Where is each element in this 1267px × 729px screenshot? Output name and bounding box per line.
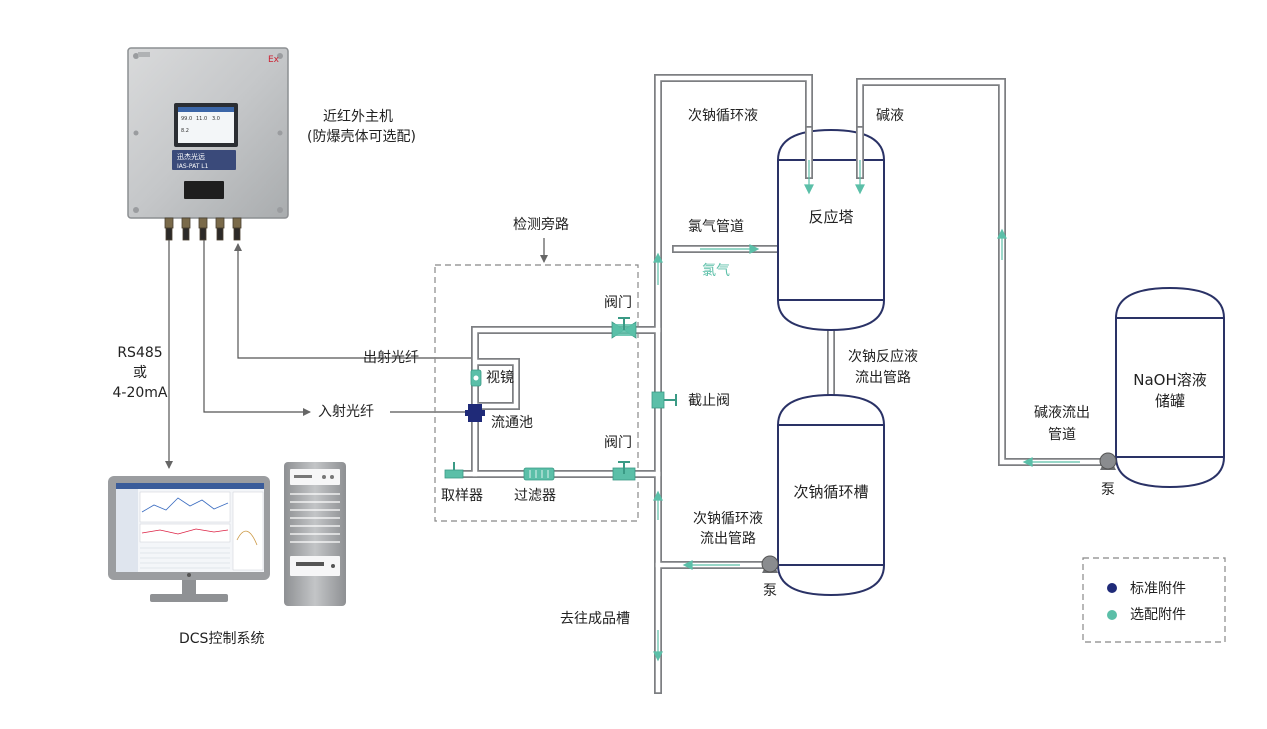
dcs-label: DCS控制系统 [179,631,265,647]
valve-top-label: 阀门 [604,295,632,311]
out-fiber-label: 出射光纤 [363,350,419,366]
bypass-title: 检测旁路 [513,217,569,233]
circulation-tank [777,393,885,597]
chlorine-label: 氯气 [702,263,730,279]
in-fiber-line [203,240,311,416]
alkali-outlet-label-2: 管道 [1048,427,1076,443]
naoh-tank [1115,286,1225,489]
filter-icon [523,467,555,481]
model-text: IAS-PAT L1 [177,163,209,170]
circ-liquid-label: 次钠循环液 [688,108,758,124]
circ-outlet-label-1: 次钠循环液 [693,511,763,527]
signal-label-2: 或 [133,365,147,381]
reaction-outlet-label-2: 流出管路 [855,370,911,386]
legend-dot-standard [1107,583,1117,593]
legend-standard-label: 标准附件 [1130,581,1186,597]
stop-valve-label: 截止阀 [688,393,730,409]
filter-label: 过滤器 [514,488,556,504]
reaction-outlet-label-1: 次钠反应液 [848,349,918,365]
sight-glass-icon [470,369,482,387]
signal-label-1: RS485 [117,345,163,361]
out-fiber-line [234,243,425,359]
valve-top-icon [611,317,637,339]
in-fiber-label: 入射光纤 [318,404,374,420]
pump-bottom-icon [761,555,779,573]
sampler-icon [444,462,464,479]
svg-text:99.0: 99.0 [181,116,192,122]
pump-right-icon [1099,452,1117,470]
host-label-line1: 近红外主机 [323,109,393,125]
naoh-tank-label-1: NaOH溶液 [1133,371,1207,389]
ex-mark: Ex [268,55,280,65]
valve-bottom-label: 阀门 [604,435,632,451]
chlorine-pipe-label: 氯气管道 [688,219,744,235]
svg-text:8.2: 8.2 [181,128,189,134]
host-label-line2: (防爆壳体可选配) [307,129,416,145]
flow-cell-label: 流通池 [491,415,533,431]
alkali-outlet-label-1: 碱液流出 [1034,405,1090,421]
circ-outlet-label-2: 流出管路 [700,531,756,547]
svg-text:11.0: 11.0 [196,116,207,122]
svg-text:3.0: 3.0 [212,116,220,122]
to-product-label: 去往成品槽 [560,611,630,627]
legend-box [1082,557,1226,643]
stop-valve-icon [651,391,677,409]
dcs-computer [108,462,346,606]
brand-text: 迅杰光远 [177,152,205,161]
circ-tank-label: 次钠循环槽 [793,483,869,501]
reactor-tower [777,128,885,332]
nir-host-unit: Ex 99.0 11.0 3.0 8.2 迅杰光远 IAS-PAT L1 [127,47,289,241]
flow-cell-icon [465,404,485,422]
valve-bottom-icon [612,461,636,481]
legend-dot-optional [1107,610,1117,620]
reactor-label: 反应塔 [808,208,854,226]
naoh-tank-label-2: 储罐 [1154,392,1185,410]
legend-optional-label: 选配附件 [1130,607,1186,623]
pump-bottom-label: 泵 [763,583,777,599]
pump-right-label: 泵 [1101,482,1115,498]
sampler-label: 取样器 [441,488,483,504]
signal-label-3: 4-20mA [112,385,168,401]
bypass-box [434,264,639,522]
sight-glass-label: 视镜 [486,370,514,386]
alkali-label: 碱液 [876,108,904,124]
